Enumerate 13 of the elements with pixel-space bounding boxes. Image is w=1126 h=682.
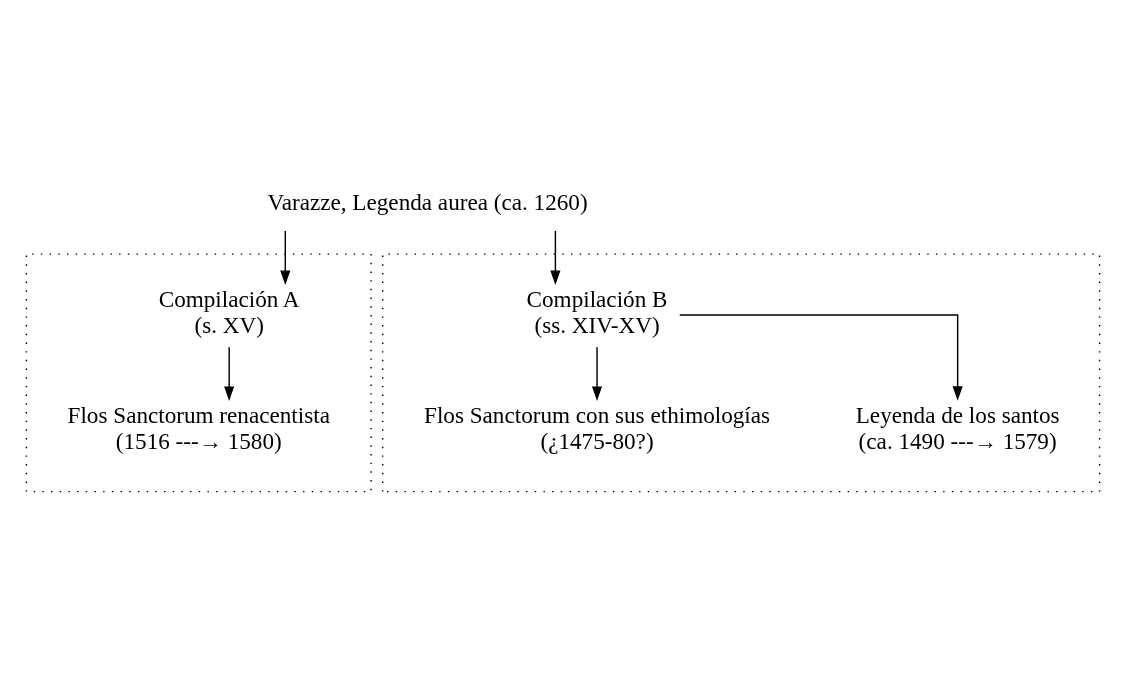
node-text: Flos Sanctorum con sus ethimologías (¿1475-80?) [424,402,771,455]
cluster [381,253,1101,493]
node-text: Flos Sanctorum renacentista (1516 ---→ 1580) [67,402,330,455]
node-text: Varazze, Legenda aurea (ca. 1260) [267,189,588,216]
node-text: Compilación B (ss. XIV-XV) [526,286,668,339]
node-text: Compilación A (s. XV) [158,286,300,339]
node-text: Leyenda de los santos (ca. 1490 ---→ 1579) [855,402,1060,455]
arrow [550,230,561,285]
arrow [679,314,963,401]
arrow [224,346,235,401]
arrow [591,346,603,401]
cluster [25,253,372,493]
arrow [280,230,291,285]
